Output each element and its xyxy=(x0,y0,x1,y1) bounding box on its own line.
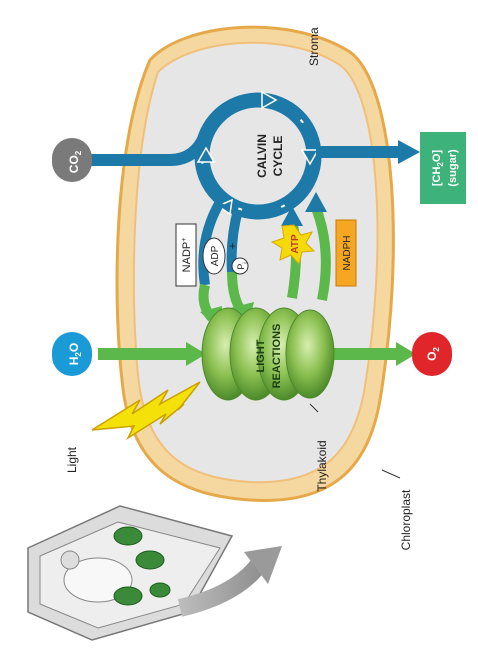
o2-badge xyxy=(412,332,452,376)
o2-main: O xyxy=(425,352,439,361)
adp-label: ADP xyxy=(210,245,221,266)
sugar-arrow xyxy=(316,140,420,164)
chloroplast-label: Chloroplast xyxy=(399,489,413,550)
pi-label: Pi xyxy=(236,262,249,269)
o2-sub: 2 xyxy=(432,347,441,352)
pi-sub: i xyxy=(243,262,249,263)
nadph-label: NADPH xyxy=(342,235,353,270)
o2-label: O2 xyxy=(425,347,441,361)
nadp-main: NADP xyxy=(181,242,193,273)
plant-cell-illustration xyxy=(27,505,234,641)
nadp-box xyxy=(175,223,197,287)
chloroplast-leader xyxy=(381,469,401,479)
co2-arrow xyxy=(90,132,211,166)
nadph-box xyxy=(335,219,357,287)
co2-sub: 2 xyxy=(74,150,83,155)
nadp-sup: + xyxy=(181,238,188,242)
zoom-arrow-icon xyxy=(177,546,282,617)
light-label: Light xyxy=(65,446,79,473)
sugar-box xyxy=(420,132,466,204)
sugar-sub: 2 xyxy=(436,162,445,167)
h2o-end: O xyxy=(67,343,81,352)
nadp-label: NADP+ xyxy=(181,238,193,273)
calvin-cycle xyxy=(194,90,322,220)
atp-label: ATP xyxy=(290,234,301,254)
sugar-label-line2: (sugar) xyxy=(447,149,459,187)
light-reactions-line2: REACTIONS xyxy=(271,324,283,389)
calvin-label-line2: CYCLE xyxy=(271,136,285,177)
adp-badge xyxy=(202,237,226,275)
sugar-main: [CH xyxy=(431,167,443,187)
plus-label: + xyxy=(227,243,239,249)
co2-label: CO2 xyxy=(67,150,83,173)
co2-main: CO xyxy=(67,155,81,173)
sugar-end: O] xyxy=(431,150,443,163)
pi-badge xyxy=(231,257,249,275)
co2-badge xyxy=(52,138,92,182)
pi-main: P xyxy=(236,264,246,270)
light-reactions-line1: LIGHT xyxy=(255,339,267,372)
stroma-label: Stroma xyxy=(307,27,321,66)
h2o-main: H xyxy=(67,357,81,366)
lightning-bolt-icon xyxy=(91,381,201,441)
thylakoid-leader xyxy=(309,403,319,413)
thylakoid-label: Thylakoid xyxy=(315,440,329,491)
h2o-sub: 2 xyxy=(74,352,83,357)
h2o-label: H2O xyxy=(67,343,83,365)
light-reactions xyxy=(201,307,335,401)
calvin-label-line1: CALVIN xyxy=(255,134,269,178)
h2o-badge xyxy=(52,332,92,376)
atp-star-icon xyxy=(270,224,316,266)
sugar-label-line1: [CH2O] xyxy=(431,150,445,187)
